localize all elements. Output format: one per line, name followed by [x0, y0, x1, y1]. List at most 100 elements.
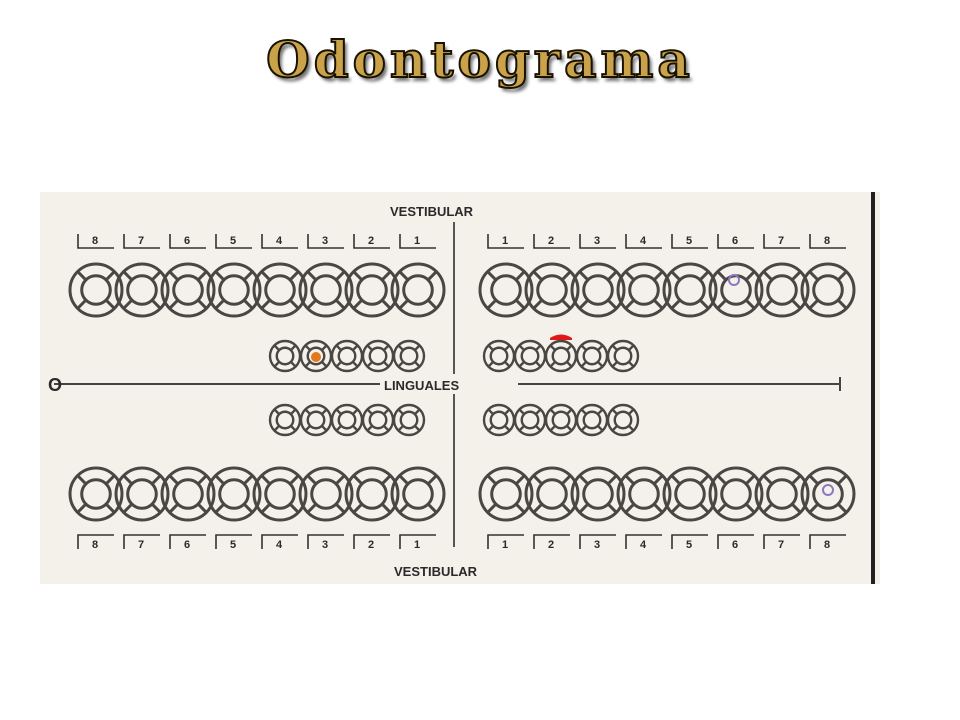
- marks-layer: [311, 274, 834, 496]
- label-vestibular-top: VESTIBULAR: [390, 204, 474, 219]
- tooth-lower-left: [114, 466, 170, 522]
- number-bracket: [487, 534, 524, 549]
- tooth-number-upper-right: 7: [778, 235, 784, 247]
- tooth-upper-right: [708, 262, 764, 318]
- number-bracket: [717, 234, 754, 249]
- number-bracket: [809, 534, 846, 549]
- edge-glyph: O: [48, 375, 62, 395]
- tooth-child-upper-right: [544, 339, 578, 373]
- tooth-number-lower-right: 4: [640, 539, 647, 551]
- tooth-lower-right: [662, 466, 718, 522]
- number-bracket: [533, 534, 570, 549]
- tooth-lower-left: [252, 466, 308, 522]
- number-bracket: [77, 234, 114, 249]
- tooth-lower-left: [206, 466, 262, 522]
- tooth-upper-right: [662, 262, 718, 318]
- number-bracket: [399, 234, 436, 249]
- number-bracket: [169, 534, 206, 549]
- number-bracket: [579, 234, 616, 249]
- number-bracket: [579, 534, 616, 549]
- odontogram-chart: O VESTIBULAR LINGUALES VESTIBULAR 8 7 6 5 4 3…: [40, 192, 880, 584]
- number-bracket: [399, 534, 436, 549]
- tooth-child-lower-left: [361, 403, 395, 437]
- tooth-child-lower-left: [392, 403, 426, 437]
- tooth-number-lower-right: 1: [502, 539, 508, 551]
- mark-purple-ring-lower: [822, 484, 834, 496]
- tooth-lower-right: [524, 466, 580, 522]
- page-title: Odontograma: [265, 29, 694, 90]
- tooth-number-upper-left: 5: [230, 235, 236, 247]
- tooth-lower-right: [754, 466, 810, 522]
- tooth-upper-right: [754, 262, 810, 318]
- tooth-upper-left: [390, 262, 446, 318]
- tooth-child-lower-left: [330, 403, 364, 437]
- tooth-number-lower-right: 2: [548, 539, 554, 551]
- number-bracket: [215, 234, 252, 249]
- tooth-child-upper-right: [482, 339, 516, 373]
- tooth-number-upper-right: 6: [732, 235, 738, 247]
- tooth-child-lower-right: [575, 403, 609, 437]
- tooth-number-upper-right: 4: [640, 235, 647, 247]
- tooth-number-lower-right: 3: [594, 539, 600, 551]
- tooth-number-lower-left: 1: [414, 539, 420, 551]
- tooth-child-upper-left: [330, 339, 364, 373]
- tooth-lower-left: [160, 466, 216, 522]
- number-bracket: [671, 234, 708, 249]
- tooth-lower-right: [478, 466, 534, 522]
- tooth-number-lower-left: 7: [138, 539, 144, 551]
- tooth-child-upper-left: [268, 339, 302, 373]
- tooth-number-lower-left: 4: [276, 539, 283, 551]
- number-bracket: [123, 234, 160, 249]
- number-bracket: [77, 534, 114, 549]
- number-bracket: [307, 234, 344, 249]
- tooth-child-upper-right: [606, 339, 640, 373]
- tooth-number-lower-right: 6: [732, 539, 738, 551]
- tooth-upper-right: [524, 262, 580, 318]
- number-bracket: [261, 234, 298, 249]
- number-bracket: [809, 234, 846, 249]
- tooth-child-lower-right: [606, 403, 640, 437]
- tooth-number-lower-left: 2: [368, 539, 374, 551]
- tooth-lower-left: [298, 466, 354, 522]
- number-bracket: [307, 534, 344, 549]
- tooth-number-upper-right: 3: [594, 235, 600, 247]
- tooth-upper-left: [344, 262, 400, 318]
- number-bracket: [169, 234, 206, 249]
- tooth-lower-right: [708, 466, 764, 522]
- mark-orange-dot: [311, 352, 321, 362]
- tooth-number-upper-left: 3: [322, 235, 328, 247]
- tooth-upper-right: [478, 262, 534, 318]
- mark-purple-ring-upper: [728, 274, 740, 286]
- tooth-number-lower-right: 7: [778, 539, 784, 551]
- teeth-layer: [68, 262, 856, 522]
- number-bracket: [763, 234, 800, 249]
- tooth-number-lower-left: 5: [230, 539, 236, 551]
- tooth-number-upper-right: 5: [686, 235, 692, 247]
- number-bracket: [487, 234, 524, 249]
- tooth-number-lower-left: 6: [184, 539, 190, 551]
- number-bracket: [625, 534, 662, 549]
- tooth-lower-left: [344, 466, 400, 522]
- tooth-upper-right: [800, 262, 856, 318]
- label-vestibular-bottom: VESTIBULAR: [394, 564, 478, 579]
- tooth-child-upper-right: [575, 339, 609, 373]
- tooth-child-lower-right: [482, 403, 516, 437]
- tooth-child-lower-left: [299, 403, 333, 437]
- label-linguales: LINGUALES: [384, 378, 459, 393]
- number-bracket: [625, 234, 662, 249]
- tooth-child-lower-right: [513, 403, 547, 437]
- tooth-number-lower-right: 8: [824, 539, 830, 551]
- tooth-child-lower-right: [544, 403, 578, 437]
- tooth-lower-left: [68, 466, 124, 522]
- tooth-upper-left: [114, 262, 170, 318]
- number-bracket: [533, 234, 570, 249]
- tooth-lower-right: [800, 466, 856, 522]
- tooth-number-lower-left: 3: [322, 539, 328, 551]
- number-bracket: [353, 234, 390, 249]
- tooth-number-upper-left: 1: [414, 235, 420, 247]
- tooth-number-upper-left: 6: [184, 235, 190, 247]
- tooth-upper-left: [298, 262, 354, 318]
- tooth-number-upper-right: 1: [502, 235, 508, 247]
- odontogram-svg: O VESTIBULAR LINGUALES VESTIBULAR 8 7 6 5 4 3…: [48, 192, 875, 584]
- number-bracket: [353, 534, 390, 549]
